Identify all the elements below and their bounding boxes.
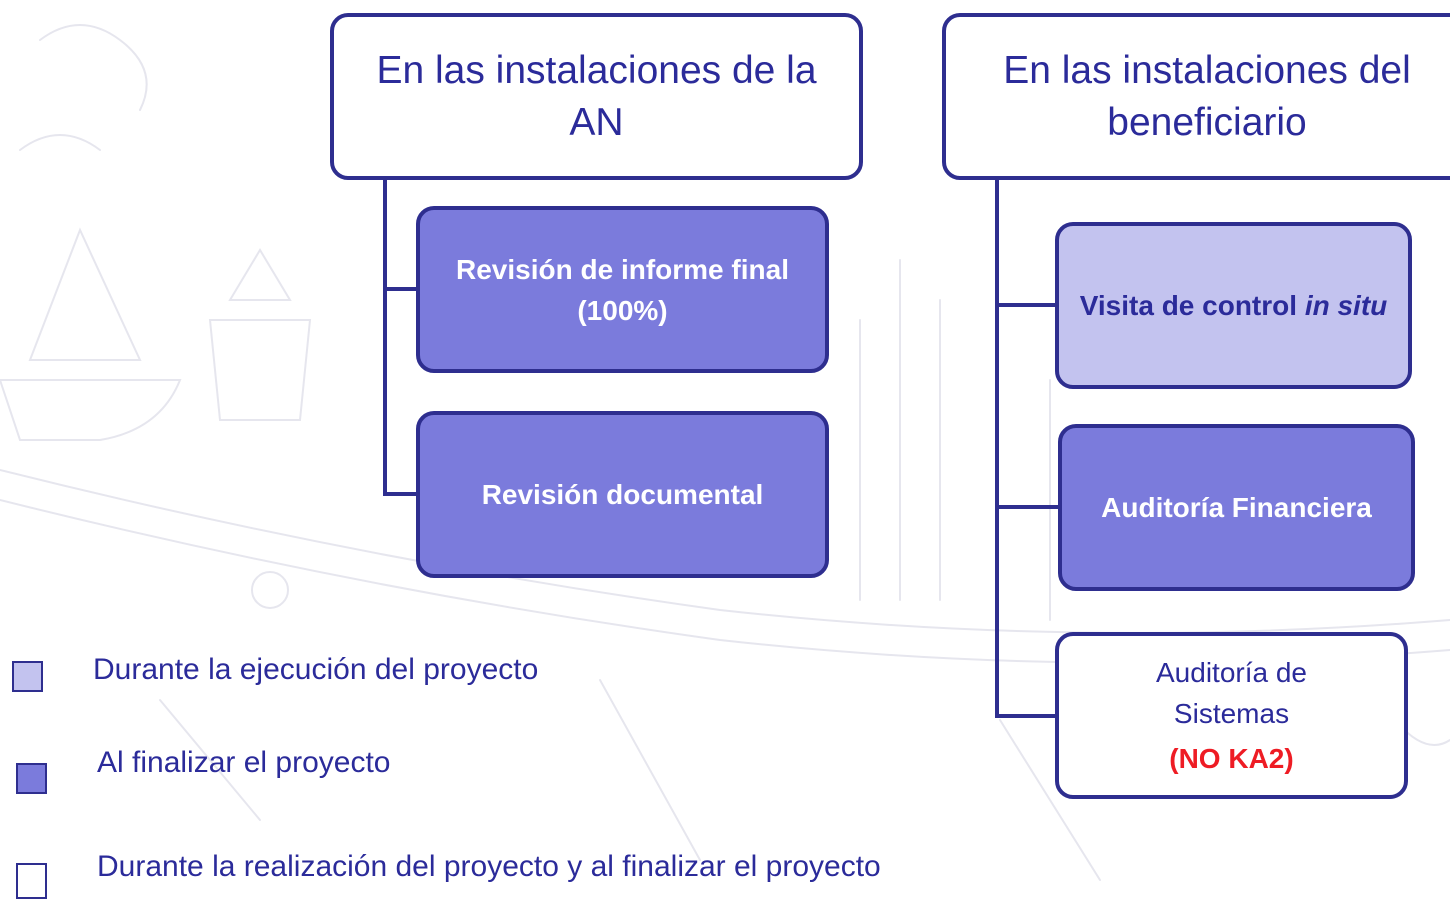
revision-documental-label: Revisión documental [481,479,764,510]
header-beneficiario: En las instalaciones del beneficiario [942,13,1450,180]
legend-swatch-dark [16,763,47,794]
box-auditoria-financiera: Auditoría Financiera [1058,424,1415,591]
legend-swatch-white [16,863,47,899]
no-ka2-note: (NO KA2) [1169,743,1294,774]
auditoria-financiera-label: Auditoría Financiera [1101,492,1372,523]
header-beneficiario-label: En las instalaciones del beneficiario [1003,48,1411,144]
header-an: En las instalaciones de la AN [330,13,863,180]
legend-label-durante-ejecucion: Durante la ejecución del proyecto [93,653,539,686]
revision-informe-final-label: Revisión de informe final (100%) [456,253,789,326]
legend-label-durante-y-al-finalizar: Durante la realización del proyecto y al… [97,850,881,883]
visita-control-label: Visita de control in situ [1079,290,1388,321]
auditoria-sistemas-label: Auditoría de Sistemas [1156,657,1307,729]
box-revision-informe-final: Revisión de informe final (100%) [416,206,829,373]
box-visita-control: Visita de control in situ [1055,222,1412,389]
beneficiario-trunk-line [995,178,1058,718]
header-an-label: En las instalaciones de la AN [376,48,817,144]
box-revision-documental: Revisión documental [416,411,829,578]
legend-label-al-finalizar: Al finalizar el proyecto [97,746,391,779]
legend-swatch-light [12,661,43,692]
box-auditoria-sistemas: Auditoría de Sistemas (NO KA2) [1055,632,1408,799]
an-trunk-line [383,178,420,496]
